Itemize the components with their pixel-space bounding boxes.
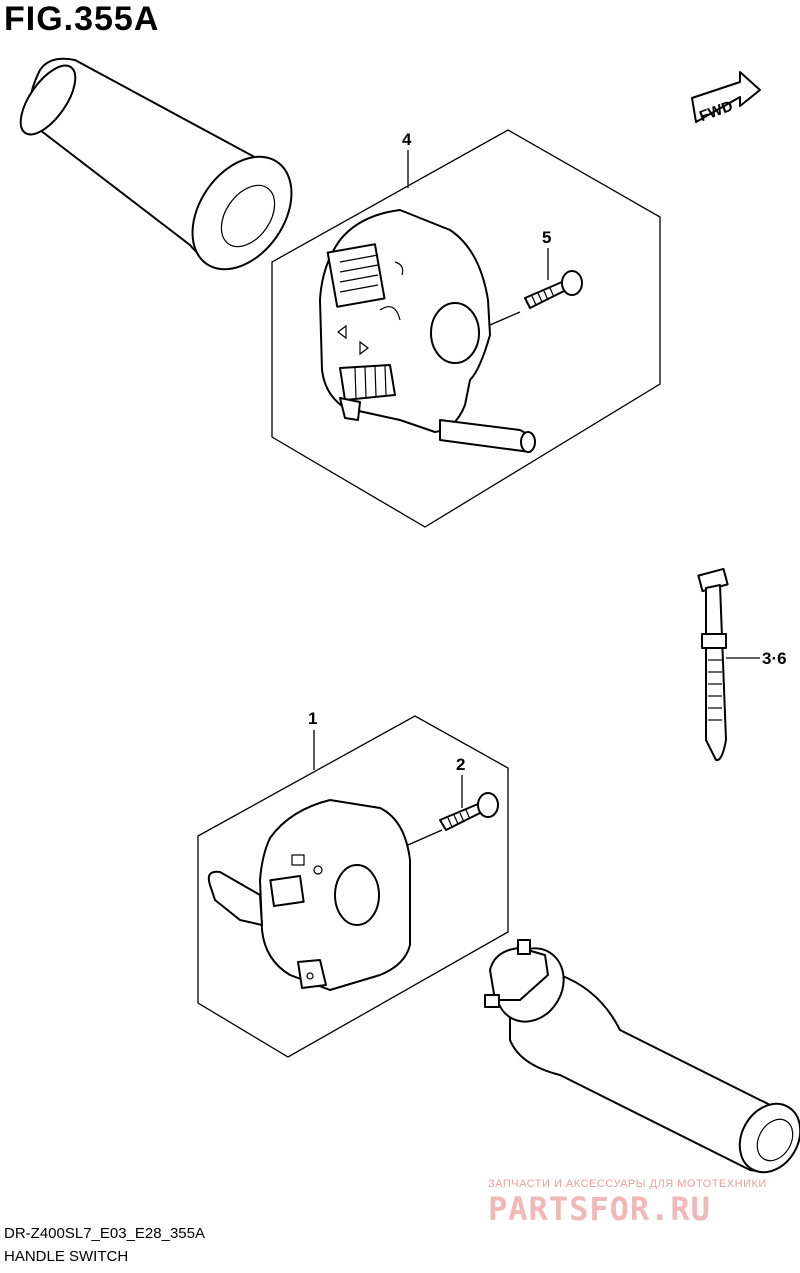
watermark-tagline: ЗАПЧАСТИ И АКСЕССУАРЫ ДЛЯ МОТОТЕХНИКИ [488,1178,767,1190]
callout-1: 1 [308,709,317,728]
watermark-logo: PARTSFOR.RU [488,1190,711,1228]
screw-2 [439,792,499,831]
screw-5 [524,270,583,309]
right-handle-switch [207,799,411,991]
left-handlebar-grip [19,57,293,271]
right-throttle-grip [484,939,800,1174]
section-name: HANDLE SWITCH [4,1248,129,1265]
fwd-arrow-icon: FWD [691,71,761,125]
figure-title: FIG.355A [4,0,160,38]
callout-5: 5 [542,228,551,247]
left-handle-switch [319,209,536,453]
assembly-frame-lower [197,715,509,1058]
callout-2: 2 [456,755,465,774]
callout-3-6: 3·6 [762,649,787,668]
model-code: DR-Z400SL7_E03_E28_355A [4,1225,205,1242]
cable-tie [697,567,729,762]
assembly-frame-upper [271,129,661,528]
callout-4: 4 [402,130,412,149]
